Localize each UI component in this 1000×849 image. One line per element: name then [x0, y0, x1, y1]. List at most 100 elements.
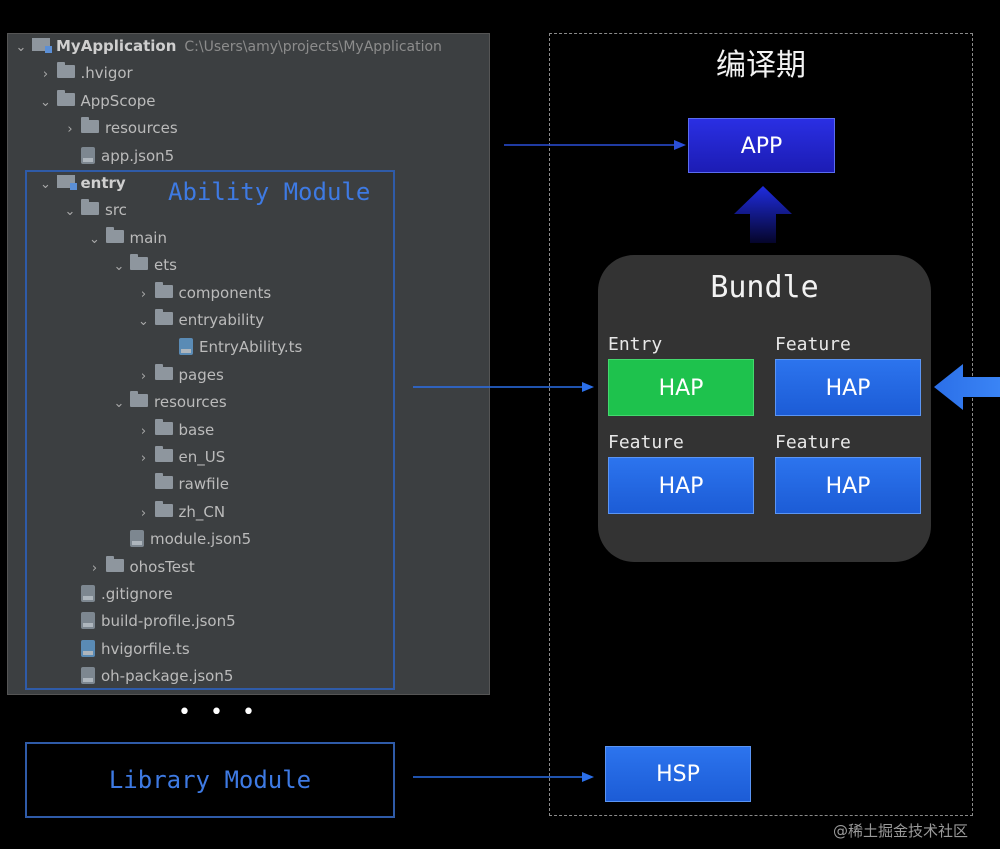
folder-icon [56, 62, 75, 78]
tree-item-label: app.json5 [101, 147, 175, 165]
chevron-right-icon[interactable]: › [42, 67, 49, 82]
tree-item-label: base [178, 421, 215, 439]
tree-item[interactable]: › resources [63, 116, 178, 140]
folder-icon [56, 175, 77, 190]
bundle-title: Bundle [710, 270, 819, 305]
tree-item-label: oh-package.json5 [101, 667, 234, 685]
chevron-right-icon[interactable]: › [140, 451, 147, 466]
tree-item-label: MyApplication [56, 37, 177, 55]
tree-item[interactable]: ›oh-package.json5 [63, 664, 233, 688]
bundle-to-app-arrow [734, 186, 792, 243]
tree-item[interactable]: ⌄ main [88, 226, 167, 250]
tree-item[interactable]: ⌄entry [39, 171, 126, 195]
chevron-right-icon[interactable]: › [91, 561, 98, 576]
hsp-box: HSP [605, 746, 751, 802]
folder-icon [56, 90, 75, 106]
tree-item[interactable]: › components [137, 281, 272, 305]
watermark: @稀土掘金技术社区 [833, 822, 969, 840]
tree-item-label: src [105, 201, 127, 219]
tree-item[interactable]: ⌄ resources [112, 390, 227, 414]
tree-item[interactable]: ›hvigorfile.ts [63, 637, 190, 661]
tree-item-label: main [129, 229, 167, 247]
file-icon [179, 338, 193, 355]
file-icon [81, 640, 95, 657]
compile-time-title: 编译期 [716, 48, 806, 83]
feature-caption: Feature [608, 432, 684, 453]
chevron-down-icon[interactable]: ⌄ [15, 40, 27, 55]
tree-item[interactable]: ›build-profile.json5 [63, 609, 236, 633]
feature-hap-box: HAP [775, 359, 921, 416]
folder-icon [105, 227, 124, 243]
chevron-down-icon[interactable]: ⌄ [40, 177, 51, 192]
tree-item-label: rawfile [178, 475, 229, 493]
tree-item[interactable]: ⌄ src [63, 198, 127, 222]
tree-item[interactable]: ›.gitignore [63, 582, 173, 606]
tree-item[interactable]: ⌄ ets [112, 253, 177, 277]
tree-item-label: .hvigor [80, 64, 133, 82]
entry-caption: Entry [608, 334, 663, 355]
incoming-feature-arrow [934, 364, 1000, 410]
folder-icon [32, 38, 52, 53]
folder-icon [130, 391, 148, 407]
chevron-down-icon[interactable]: ⌄ [113, 259, 125, 274]
chevron-down-icon[interactable]: ⌄ [89, 232, 100, 247]
tree-item[interactable]: ›EntryAbility.ts [161, 335, 302, 359]
folder-icon [81, 117, 99, 133]
tree-item[interactable]: ›ohosTest [88, 555, 195, 579]
project-path: C:\Users\amy\projects\MyApplication [184, 39, 442, 55]
folder-icon [130, 254, 148, 270]
tree-item[interactable]: › en_US [137, 445, 226, 469]
chevron-down-icon[interactable]: ⌄ [113, 396, 125, 411]
tree-item[interactable]: ›app.json5 [63, 144, 174, 168]
tree-item-label: EntryAbility.ts [199, 338, 303, 356]
folder-icon [105, 556, 124, 572]
feature-caption: Feature [775, 334, 851, 355]
appscope-to-app-arrow [504, 140, 686, 150]
feature-hap-box: HAP [608, 457, 754, 514]
library-module-box [25, 742, 395, 818]
project-tree-panel [7, 33, 490, 695]
chevron-right-icon[interactable]: › [140, 424, 147, 439]
file-icon [81, 147, 95, 164]
file-icon [81, 585, 95, 602]
file-icon [81, 612, 95, 629]
folder-icon [154, 282, 173, 298]
feature-hap-box: HAP [775, 457, 921, 514]
tree-item[interactable]: ⌄entryability [137, 308, 264, 332]
tree-item[interactable]: › base [137, 418, 215, 442]
ability-module-label: Ability Module [168, 178, 371, 206]
folder-icon [154, 446, 173, 462]
tree-item-label: en_US [178, 448, 226, 466]
compile-time-region [549, 33, 973, 816]
tree-item[interactable]: ›zh_CN [137, 500, 225, 524]
folder-icon [81, 199, 99, 215]
chevron-right-icon[interactable]: › [140, 287, 147, 302]
tree-item-label: components [178, 284, 272, 302]
chevron-right-icon[interactable]: › [140, 506, 147, 521]
tree-item-label: resources [105, 119, 178, 137]
tree-item[interactable]: ›module.json5 [112, 527, 251, 551]
tree-item[interactable]: ›rawfile [137, 472, 229, 496]
tree-item-label: .gitignore [101, 585, 173, 603]
tree-item[interactable]: ⌄ MyApplication C:\Users\amy\projects\MyAp… [14, 34, 442, 58]
file-icon [130, 530, 144, 547]
chevron-down-icon[interactable]: ⌄ [40, 95, 51, 110]
tree-item-label: hvigorfile.ts [101, 640, 190, 658]
entry-to-bundle-arrow [413, 382, 594, 392]
folder-icon [154, 309, 173, 325]
tree-item[interactable]: › pages [137, 363, 224, 387]
library-module-label: Library Module [108, 766, 312, 794]
ability-module-box [25, 170, 395, 690]
tree-item-label: AppScope [80, 92, 156, 110]
chevron-right-icon[interactable]: › [140, 369, 147, 384]
folder-icon [154, 501, 173, 517]
chevron-down-icon[interactable]: ⌄ [64, 204, 76, 219]
chevron-right-icon[interactable]: › [67, 122, 73, 137]
tree-item-label: ets [154, 256, 177, 274]
tree-item[interactable]: ⌄ AppScope [39, 89, 156, 113]
tree-item-label: resources [154, 393, 227, 411]
tree-item[interactable]: › .hvigor [39, 61, 133, 85]
tree-item-label: pages [178, 366, 224, 384]
chevron-down-icon[interactable]: ⌄ [138, 314, 149, 329]
